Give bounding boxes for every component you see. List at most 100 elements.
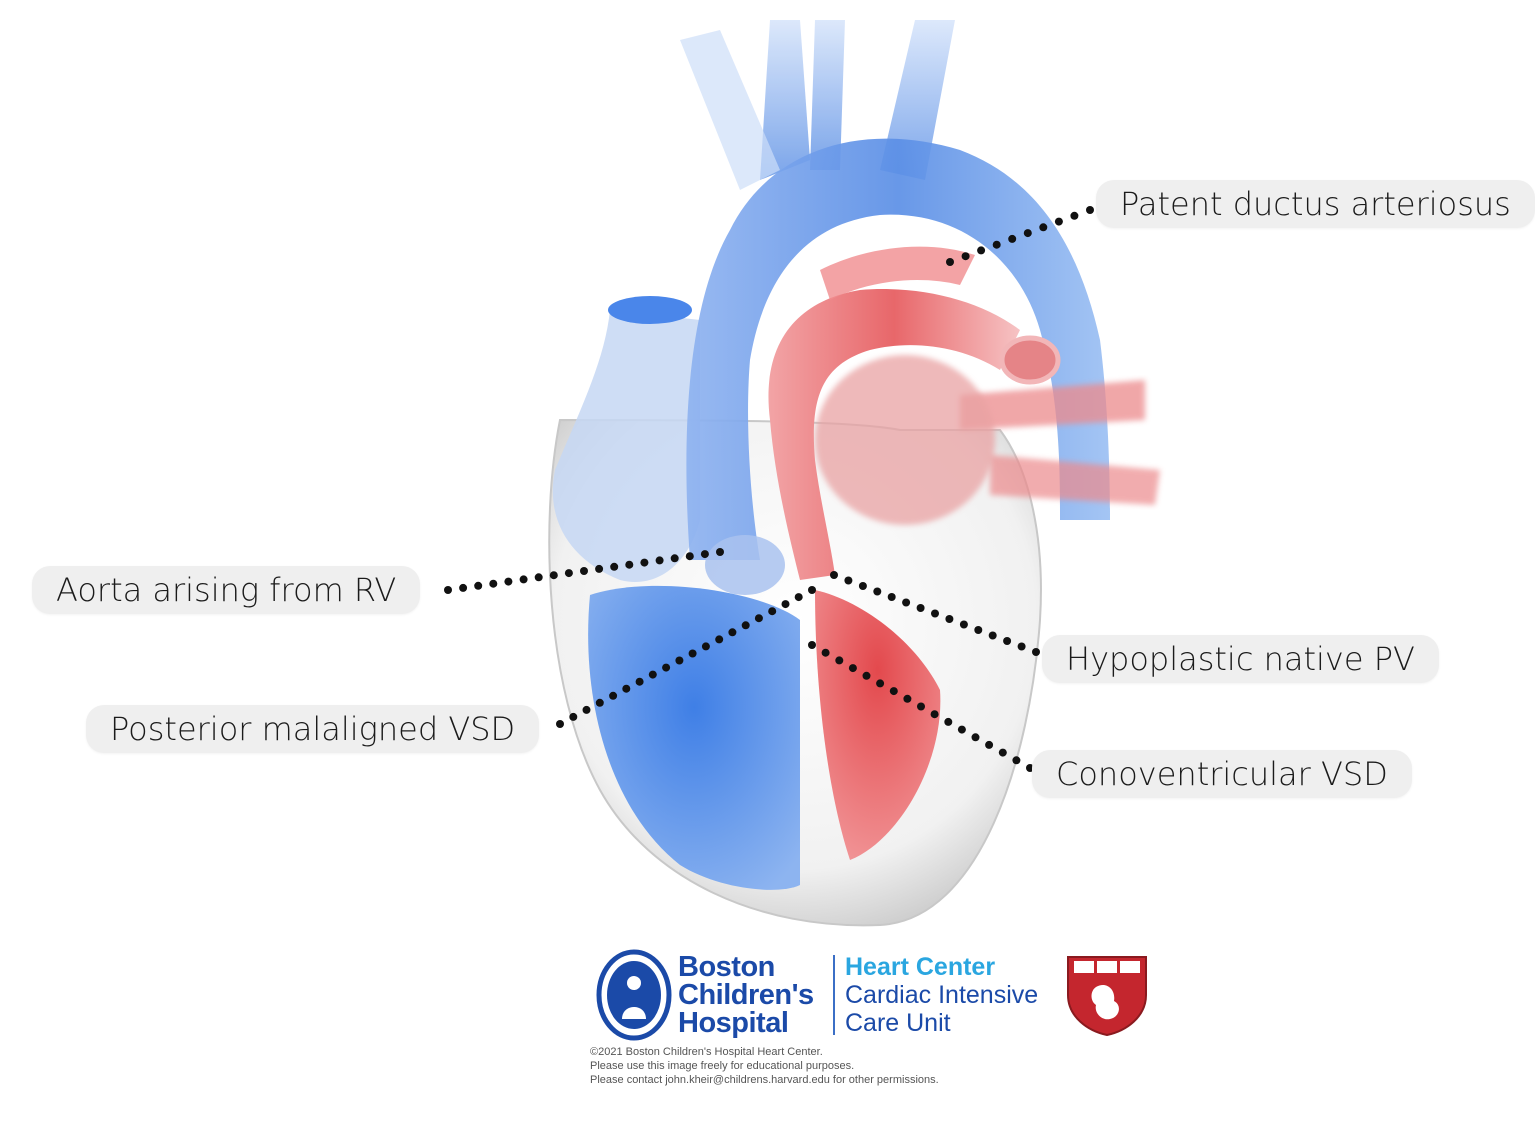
leader-dot	[1017, 642, 1026, 651]
leader-dot	[648, 670, 657, 679]
leader-dot	[670, 554, 679, 563]
label-patent-ductus-arteriosus: Patent ductus arteriosus	[1096, 180, 1535, 228]
leader-pv	[830, 571, 1040, 656]
leader-dot	[640, 558, 649, 567]
leader-dot	[489, 579, 498, 588]
pulmonary-vein-lower	[990, 455, 1160, 505]
leader-dot	[903, 694, 912, 703]
leader-dot	[504, 577, 513, 586]
leader-dot	[444, 586, 452, 594]
harvard-shield-icon	[1067, 956, 1147, 1037]
leader-lines	[444, 206, 1094, 772]
aorta	[686, 138, 1110, 560]
right-atrium	[552, 310, 700, 582]
leader-dot	[564, 569, 573, 578]
leader-dot	[625, 560, 634, 569]
leader-dot	[808, 641, 816, 649]
leader-dot	[887, 593, 896, 601]
leader-posterior-vsd	[556, 586, 816, 728]
svc-opening	[608, 296, 692, 324]
leader-dot	[974, 626, 983, 634]
leader-dot	[741, 621, 750, 630]
leader-dot	[971, 733, 980, 742]
leader-pda	[946, 206, 1094, 266]
cicu-line1: Cardiac Intensive	[845, 981, 1039, 1009]
ductus-arteriosus	[820, 246, 975, 300]
leader-dot	[556, 720, 564, 728]
leader-dot	[781, 600, 790, 609]
leader-dot	[459, 583, 468, 592]
pulmonary-branch-opening	[999, 335, 1061, 385]
leader-dot	[580, 567, 588, 575]
leader-dot	[917, 702, 925, 711]
leader-dot	[902, 598, 911, 607]
copyright-line3: Please contact john.kheir@childrens.harv…	[590, 1074, 939, 1086]
leader-dot	[862, 671, 871, 680]
leader-dot	[835, 656, 844, 665]
leader-dot	[889, 687, 898, 696]
leader-dot	[662, 663, 671, 672]
leader-dot	[655, 556, 664, 565]
leader-dot	[945, 615, 954, 623]
leader-dot	[534, 573, 543, 582]
leader-dot	[794, 593, 803, 602]
bch-seal-icon	[596, 949, 672, 1041]
leader-dot	[1039, 223, 1048, 232]
leader-dot	[675, 656, 684, 665]
leader-dot	[622, 684, 631, 693]
label-aorta-arising-from-rv: Aorta arising from RV	[32, 566, 421, 614]
copyright-line2: Please use this image freely for educati…	[590, 1060, 855, 1072]
leader-dot	[830, 571, 838, 579]
leader-aorta	[444, 548, 724, 594]
leader-dot	[1070, 211, 1079, 220]
leader-dot	[821, 648, 830, 657]
leader-dot	[930, 710, 939, 719]
leader-dot	[1023, 229, 1032, 238]
leader-dot	[946, 258, 954, 266]
leader-dot	[1086, 206, 1094, 214]
leader-dot	[873, 587, 882, 596]
bch-name-line1: Boston	[678, 951, 775, 983]
leader-dot	[716, 548, 724, 556]
leader-dot	[959, 620, 968, 629]
leader-dot	[998, 748, 1007, 757]
leader-dot	[1054, 217, 1063, 226]
label-posterior-malaligned-vsd: Posterior malaligned VSD	[86, 705, 540, 753]
leader-dot	[931, 609, 939, 618]
leader-dot	[961, 252, 970, 261]
native-pulmonary-valve	[705, 535, 785, 595]
leader-dot	[688, 649, 697, 658]
leader-dot	[519, 575, 528, 584]
leader-dot	[701, 642, 710, 651]
left-ventricle	[815, 590, 941, 860]
leader-dot	[858, 582, 867, 590]
leader-dot	[595, 564, 604, 573]
bch-name-line2: Children's	[678, 979, 814, 1011]
leader-dot	[1032, 648, 1040, 656]
leader-dot	[808, 586, 816, 594]
leader-dot	[754, 614, 763, 623]
leader-dot	[957, 725, 966, 734]
leader-dot	[474, 581, 483, 590]
leader-dot	[728, 628, 737, 637]
left-atrium	[815, 355, 995, 525]
leader-dot	[768, 607, 777, 616]
cicu-line2: Care Unit	[845, 1009, 951, 1037]
logo-divider	[833, 955, 835, 1035]
leader-dot	[992, 240, 1001, 249]
leader-dot	[549, 571, 558, 580]
hospital-logo-block: Boston Children's Hospital Heart Center …	[590, 945, 1160, 1095]
leader-dot	[1012, 756, 1021, 765]
leader-dot	[977, 246, 986, 255]
bch-name-line3: Hospital	[678, 1007, 789, 1039]
label-conoventricular-vsd: Conoventricular VSD	[1032, 750, 1412, 798]
right-ventricle	[588, 585, 800, 890]
leader-dot	[635, 677, 644, 686]
leader-dot	[569, 712, 578, 721]
leader-dot	[916, 604, 925, 612]
pulmonary-vein-upper	[960, 380, 1145, 430]
copyright-line1: ©2021 Boston Children's Hospital Heart C…	[590, 1046, 823, 1058]
leader-dot	[985, 740, 994, 749]
